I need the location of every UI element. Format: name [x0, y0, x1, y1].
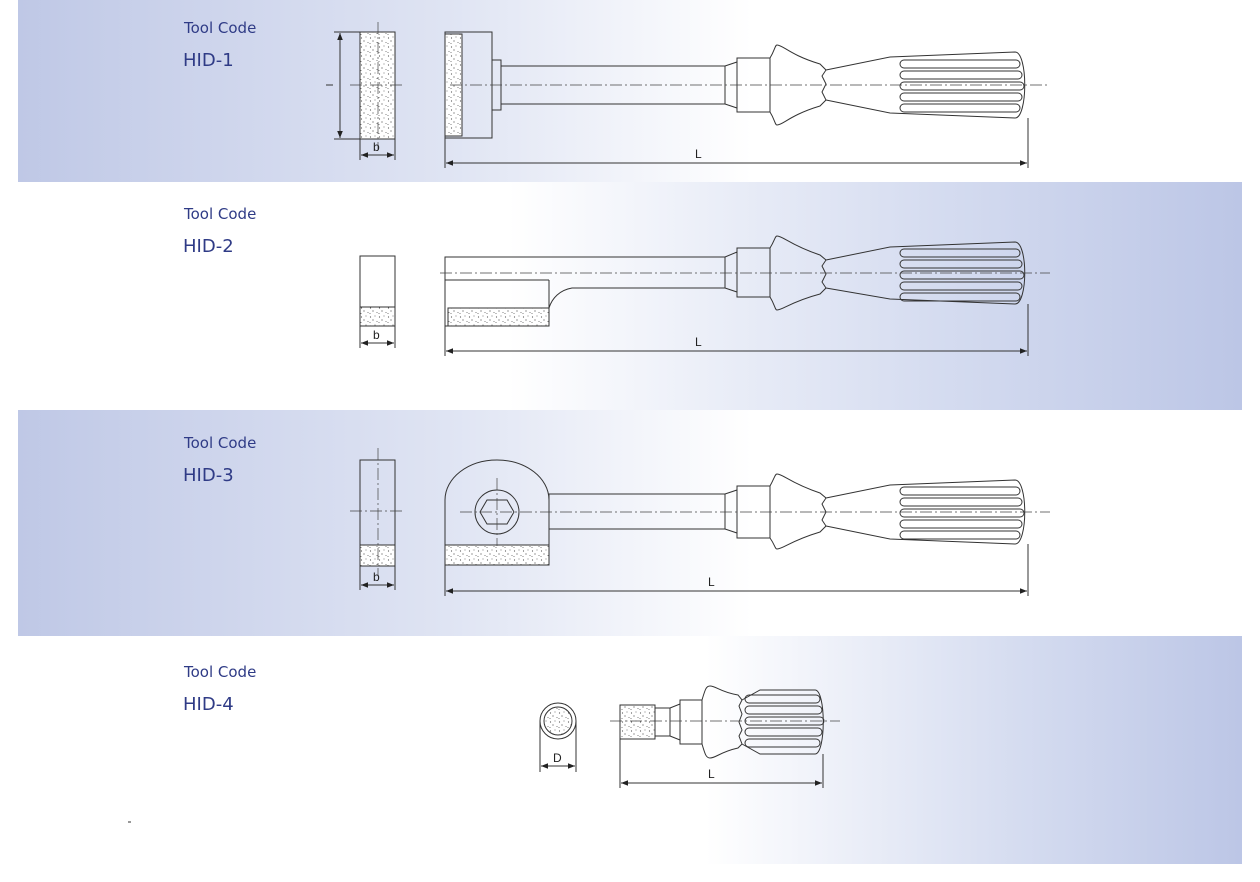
section-band-hid-4 [348, 636, 1242, 864]
hid-2-dim-b: b [373, 328, 380, 342]
hid-1-dim-b: b [373, 140, 380, 154]
hid-4-stone-end [543, 706, 573, 736]
hid-3-drawing: b L [350, 448, 1050, 596]
hid-3-dim-b: b [373, 570, 380, 584]
hid-1-dim-L: L [695, 147, 702, 161]
tool-code-hid-1: HID-1 [183, 50, 234, 71]
tool-code-label-2: Tool Code [184, 205, 257, 223]
hid-2-dim-L: L [695, 335, 702, 349]
section-band-hid-2 [18, 182, 1242, 410]
hid-2-drawing: b L [359, 235, 1050, 356]
tool-code-label-4: Tool Code [184, 663, 257, 681]
hid-3-dim-L: L [708, 575, 715, 589]
hid-4-drawing: D L [539, 685, 840, 788]
tool-code-hid-2: HID-2 [183, 236, 234, 257]
section-band-hid-1 [18, 0, 1242, 182]
hid-1-drawing: b L [326, 22, 1050, 168]
hid-2-stone-front [447, 307, 550, 327]
hid-4-dim-L: L [708, 767, 715, 781]
section-band-hid-3 [18, 410, 1242, 636]
tool-code-label-1: Tool Code [184, 19, 257, 37]
hid-4-stone-front [619, 704, 656, 740]
tool-code-hid-3: HID-3 [183, 465, 234, 486]
hid-1-stone-side [359, 31, 396, 140]
hid-3-stone-side [359, 544, 396, 567]
hid-2-stone-side [359, 306, 396, 327]
tool-code-label-3: Tool Code [184, 434, 257, 452]
tool-code-hid-4: HID-4 [183, 694, 234, 715]
hid-3-stone-front [444, 544, 550, 566]
hid-4-dim-D: D [553, 751, 562, 765]
